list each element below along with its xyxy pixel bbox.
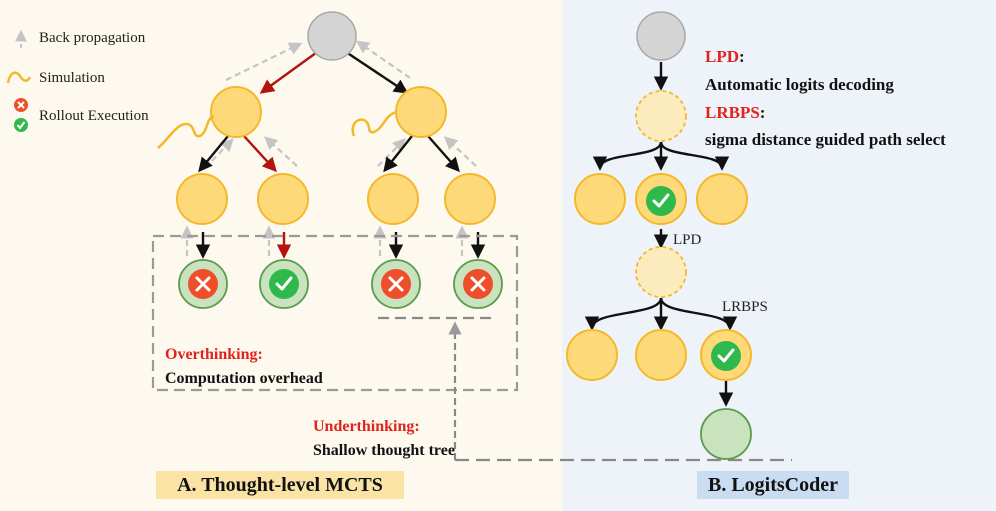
underthinking-desc: Shallow thought tree [313, 442, 455, 459]
mcts-node-l1-right [395, 86, 447, 138]
edge-branch2-c [659, 297, 738, 331]
mcts-node-l2-d [444, 173, 496, 225]
edge-r1-r2a [383, 135, 413, 173]
underthinking-title: Underthinking: [313, 418, 420, 435]
simulation-icon [6, 71, 32, 84]
logitscoder-pipeline: LPD LRBPS [566, 11, 768, 460]
legend-back-propagation: Back propagation [39, 30, 146, 46]
mcts-node-l2-b [257, 173, 309, 225]
edge-branch1-c [659, 141, 730, 171]
lrbps-heading: LRBPS: [705, 103, 765, 122]
legend-simulation: Simulation [39, 70, 105, 86]
edge-root-left [259, 49, 321, 94]
mcts-node-l2-a [176, 173, 228, 225]
logits-node-a [574, 173, 626, 225]
legend-rollout-execution: Rollout Execution [39, 108, 149, 124]
edge-branch1-a [592, 141, 663, 171]
underthinking-connector [378, 316, 792, 462]
mcts-leaf-2 [259, 259, 309, 309]
simulation-squiggle-right [351, 110, 397, 137]
legend: Back propagation Simulation Rollout Exec… [6, 29, 149, 132]
lrbps-heading-colon: : [760, 103, 766, 122]
lpd-heading: LPD: [705, 47, 745, 66]
caption-left-bg [156, 471, 404, 499]
mcts-tree [157, 11, 503, 309]
lpd-node-1 [635, 90, 687, 142]
lrbps-desc: sigma distance guided path select [705, 130, 946, 149]
mcts-node-l2-c [367, 173, 419, 225]
caption-right: B. LogitsCoder [708, 474, 838, 496]
edge-l1-l2b [243, 135, 277, 173]
edge-branch2-a [584, 297, 663, 331]
edge-l1-l2a [198, 135, 229, 173]
edge-label-lpd: LPD [673, 232, 702, 248]
mcts-leaf-4 [453, 259, 503, 309]
lpd-desc: Automatic logits decoding [705, 75, 894, 94]
mcts-leaf-1 [178, 259, 228, 309]
check-icon [269, 269, 299, 299]
logits-node-selected-2 [700, 329, 752, 381]
right-panel-bg [562, 0, 996, 511]
edge-root-right [342, 49, 409, 94]
cross-icon [14, 98, 28, 112]
logits-node-e [635, 329, 687, 381]
edge-label-lrbps: LRBPS [722, 299, 768, 315]
lpd-heading-colon: : [739, 47, 745, 66]
cross-icon [188, 269, 218, 299]
lrbps-heading-title: LRBPS [705, 103, 760, 122]
simulation-squiggle-left [157, 114, 215, 149]
logits-root-node [636, 11, 686, 61]
edge-r1-r2b [427, 135, 460, 173]
logits-node-selected-1 [635, 173, 687, 225]
mcts-node-l1-left [210, 86, 262, 138]
logits-final-node [700, 408, 752, 460]
logits-node-d [566, 329, 618, 381]
logits-node-c [696, 173, 748, 225]
check-icon [711, 341, 741, 371]
back-propagation-arrows [180, 40, 477, 256]
cross-icon [381, 269, 411, 299]
cross-icon [463, 269, 493, 299]
caption-right-bg [697, 471, 849, 499]
lpd-node-2 [635, 246, 687, 298]
lpd-heading-title: LPD [705, 47, 739, 66]
overthinking-desc: Computation overhead [165, 370, 323, 387]
overthinking-title: Overthinking: [165, 346, 263, 363]
caption-left: A. Thought-level MCTS [177, 474, 383, 496]
mcts-root-node [307, 11, 357, 61]
check-icon [646, 186, 676, 216]
mcts-leaf-3 [371, 259, 421, 309]
check-icon [14, 118, 28, 132]
overthinking-box [151, 234, 519, 392]
